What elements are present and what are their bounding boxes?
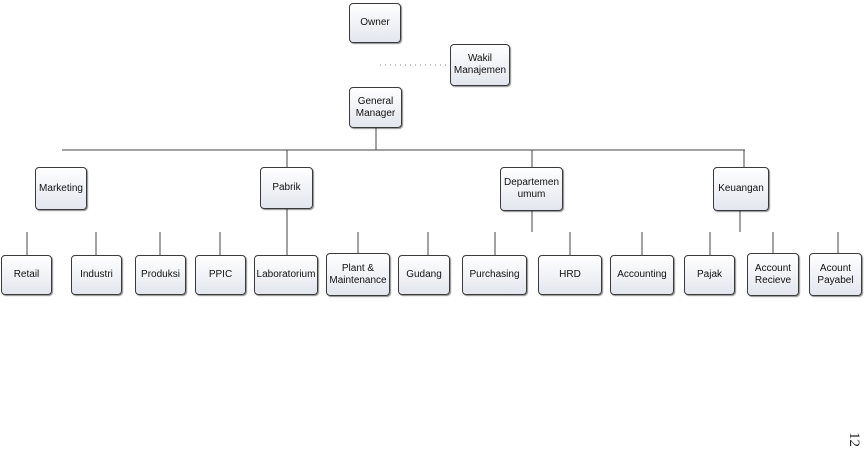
pabrik-box: Pabrik [260,167,313,209]
page-number: 12 [846,432,862,447]
account-recieve-box: Account Recieve [747,253,799,296]
plant-maintenance-box: Plant & Maintenance [326,253,390,296]
produksi-box: Produksi [135,255,186,295]
owner-box: Owner [349,3,401,43]
gudang-box: Gudang [398,255,450,295]
industri-box: Industri [71,255,122,295]
wakil-manajemen-box: Wakil Manajemen [450,44,510,86]
acount-payabel-box: Acount Payabel [809,253,862,296]
departemen-umum-box: Departemen umum [500,167,563,211]
general-manager-box: General Manager [349,87,402,128]
purchasing-box: Purchasing [462,255,527,295]
keuangan-box: Keuangan [713,167,769,211]
hrd-box: HRD [538,255,602,295]
ppic-box: PPIC [195,255,246,295]
accounting-box: Accounting [610,255,674,295]
marketing-box: Marketing [35,167,87,210]
retail-box: Retail [1,255,52,295]
pajak-box: Pajak [684,255,735,295]
laboratorium-box: Laboratorium [254,255,318,295]
